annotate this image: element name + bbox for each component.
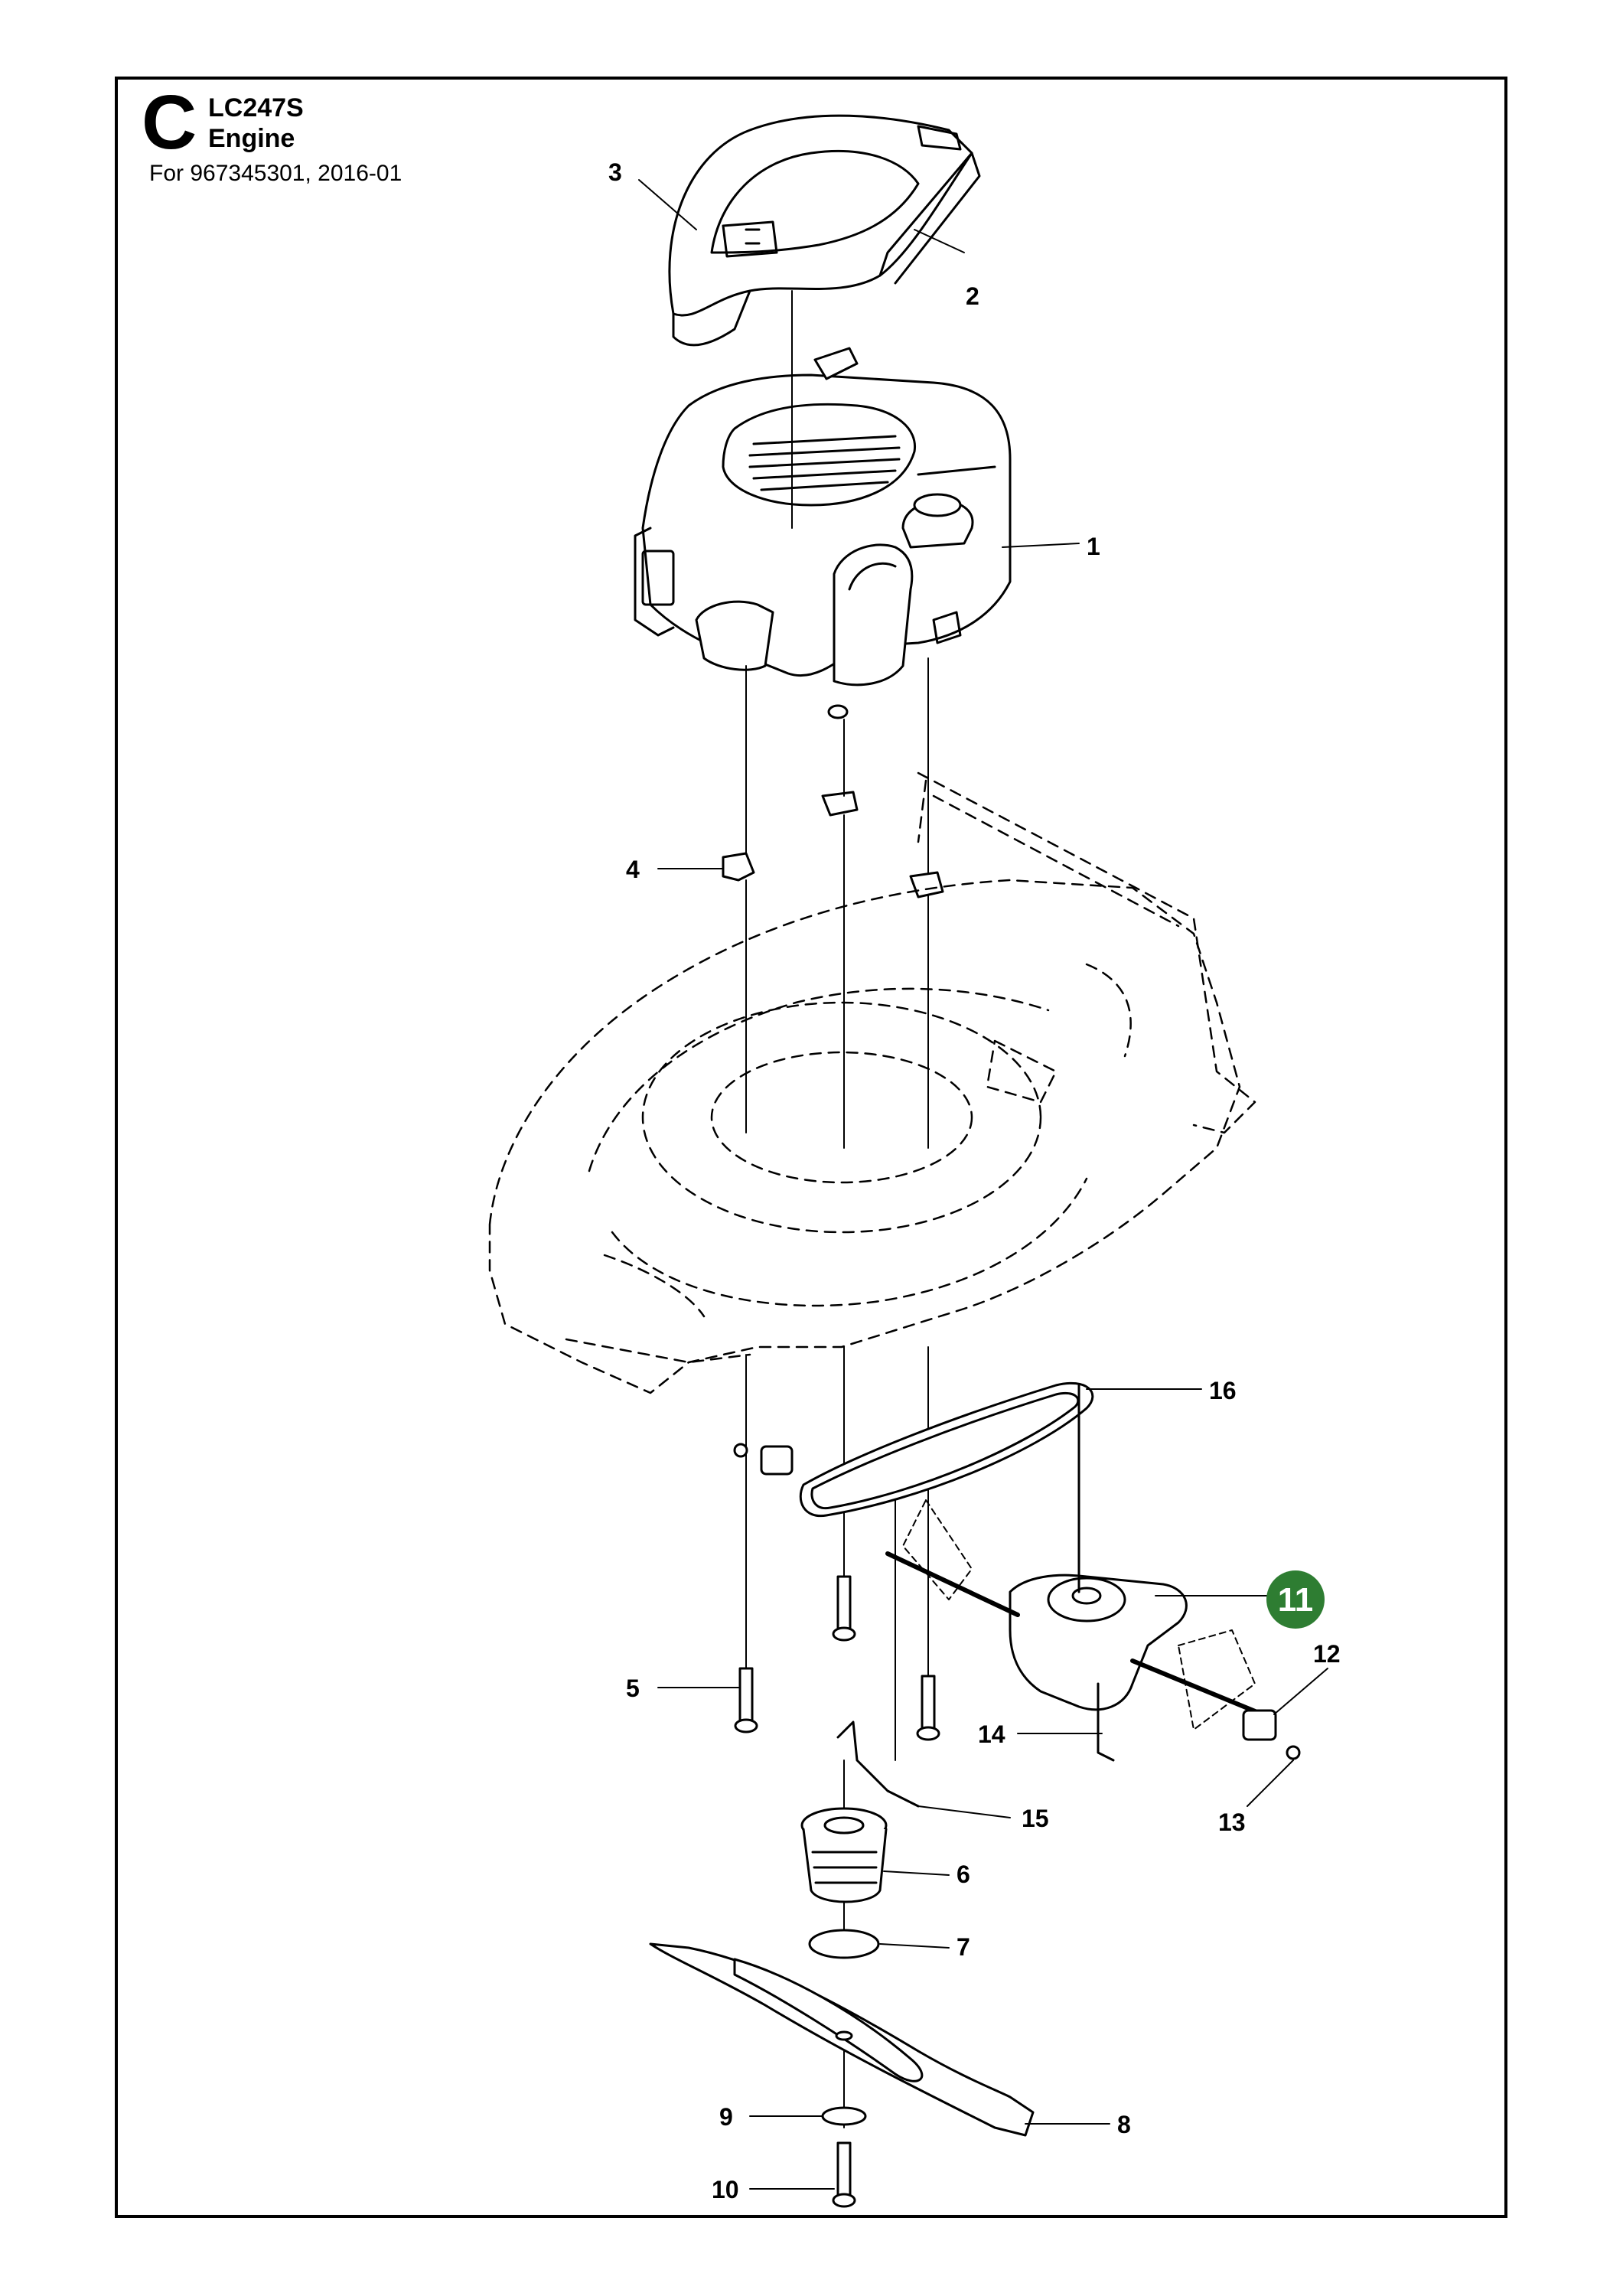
washer-part-7 (808, 1929, 880, 1959)
applicability-note: For 967345301, 2016-01 (149, 161, 402, 186)
engine-cover-part (668, 114, 981, 347)
gasket-part-4a (722, 852, 755, 882)
page-title: Engine (208, 124, 295, 153)
diagram-frame (115, 77, 1507, 2218)
callout-13: 13 (1218, 1808, 1246, 1836)
callout-7: 7 (957, 1933, 970, 1961)
callout-14: 14 (978, 1720, 1005, 1748)
washer-part-9 (821, 2106, 867, 2126)
gasket-part-4b (821, 791, 859, 817)
pinion-gear-right (1242, 1709, 1301, 1760)
callout-15: 15 (1022, 1805, 1049, 1832)
callout-16: 16 (1209, 1377, 1237, 1404)
gearbox-part (885, 1384, 1265, 1730)
callout-3: 3 (608, 158, 622, 186)
key-pin-part (1097, 1682, 1115, 1762)
assembly-axes (745, 290, 929, 2128)
callout-11: 11 (1278, 1581, 1314, 1619)
callout-6: 6 (957, 1861, 970, 1888)
highlight-badge (1266, 1570, 1325, 1629)
callout-4: 4 (626, 856, 640, 883)
bolt-part-10 (832, 2141, 856, 2208)
model-name: LC247S (208, 93, 304, 122)
engine-part (634, 347, 1012, 719)
blade-adapter-part (800, 1807, 888, 1903)
callout-9: 9 (719, 2103, 733, 2131)
callout-1: 1 (1087, 533, 1100, 560)
callout-2: 2 (966, 282, 979, 310)
callout-8: 8 (1117, 2111, 1131, 2138)
spring-clip-part (836, 1720, 920, 1808)
callout-12: 12 (1313, 1640, 1341, 1668)
gasket-part-4c (909, 871, 944, 899)
leader-lines (638, 179, 1328, 2190)
callout-10: 10 (712, 2176, 739, 2203)
bolt-part-5 (734, 1575, 940, 1741)
section-letter: C (142, 80, 197, 165)
callout-5: 5 (626, 1675, 640, 1702)
pinion-gear-left (733, 1443, 794, 1476)
mower-deck-phantom (488, 771, 1256, 1394)
